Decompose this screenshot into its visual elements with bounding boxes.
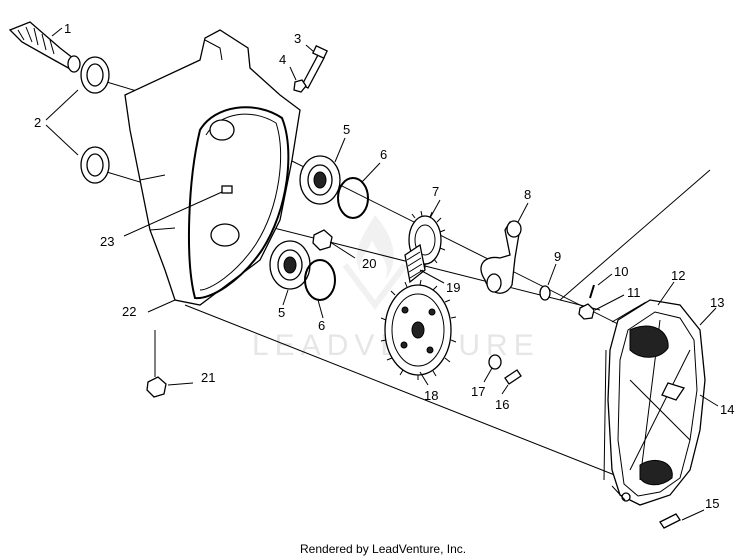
guide-line-lower xyxy=(184,304,641,486)
callout-1: 1 xyxy=(64,21,71,36)
callout-2: 2 xyxy=(34,115,41,130)
seal-upper xyxy=(80,56,110,94)
callout-21: 21 xyxy=(201,370,215,385)
callout-20: 20 xyxy=(362,256,376,271)
callout-15: 15 xyxy=(705,496,719,511)
chain xyxy=(404,243,426,284)
callout-23: 23 xyxy=(100,234,114,249)
leader-lines xyxy=(45,27,719,521)
callout-17: 17 xyxy=(471,384,485,399)
nut-small xyxy=(293,79,307,93)
washer-9 xyxy=(539,285,551,301)
bolt-top xyxy=(301,44,328,89)
guide-line-cover xyxy=(559,169,711,301)
callouts: 1 2 3 4 5 5 6 6 7 8 9 10 11 12 13 14 15 … xyxy=(34,21,734,511)
input-shaft xyxy=(8,21,81,73)
callout-11: 11 xyxy=(627,285,641,300)
callout-5-lower: 5 xyxy=(278,305,285,320)
washer-17 xyxy=(488,354,502,370)
callout-12: 12 xyxy=(671,268,685,283)
bolt-10 xyxy=(589,284,595,299)
footer-credit: Rendered by LeadVenture, Inc. xyxy=(300,542,466,556)
callout-6-lower: 6 xyxy=(318,318,325,333)
bearing-upper xyxy=(299,155,341,205)
callout-19: 19 xyxy=(446,280,460,295)
gasket xyxy=(603,301,647,501)
callout-14: 14 xyxy=(720,402,734,417)
nut-21 xyxy=(146,330,167,398)
gear-large xyxy=(380,279,457,380)
tensioner-arm xyxy=(480,220,522,294)
nut-11 xyxy=(578,303,595,320)
callout-4: 4 xyxy=(279,52,286,67)
nut-20 xyxy=(312,229,333,251)
pin-23 xyxy=(221,185,233,194)
snap-ring-upper xyxy=(337,177,369,219)
bolt-16 xyxy=(504,369,522,385)
callout-6-upper: 6 xyxy=(380,147,387,162)
watermark-flame-icon xyxy=(342,215,408,310)
callout-22: 22 xyxy=(122,304,136,319)
callout-9: 9 xyxy=(554,249,561,264)
callout-7: 7 xyxy=(432,184,439,199)
callout-18: 18 xyxy=(424,388,438,403)
snap-ring-lower xyxy=(304,259,336,301)
chaincase-cover xyxy=(607,299,706,506)
callout-13: 13 xyxy=(710,295,724,310)
callout-16: 16 xyxy=(495,397,509,412)
chaincase-housing xyxy=(124,29,301,306)
callout-3: 3 xyxy=(294,31,301,46)
seal-lower xyxy=(80,146,110,184)
callout-8: 8 xyxy=(524,187,531,202)
callout-10: 10 xyxy=(614,264,628,279)
bolt-15 xyxy=(659,513,681,529)
bearing-lower xyxy=(269,240,311,290)
callout-5-upper: 5 xyxy=(343,122,350,137)
